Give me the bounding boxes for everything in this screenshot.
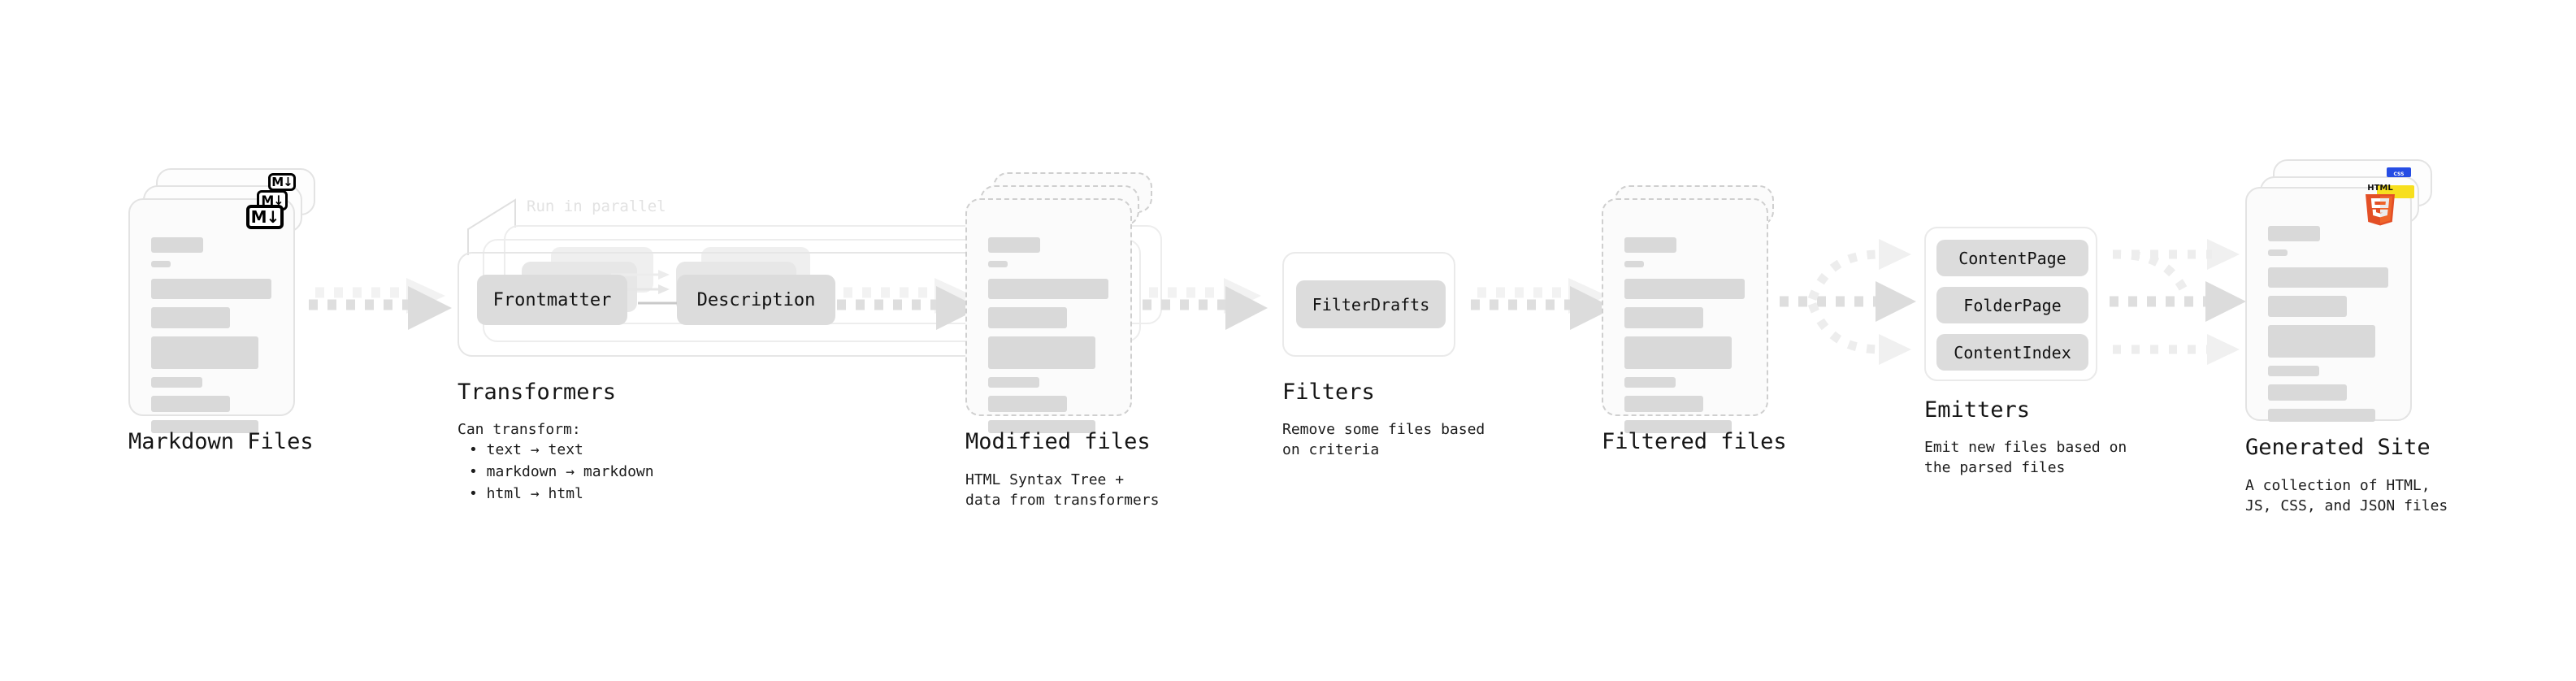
svg-text:HTML: HTML	[2367, 184, 2393, 193]
html5-logo-icon: HTML	[2361, 180, 2399, 226]
connector-filters-to-filtered	[1471, 278, 1614, 330]
markdown-logo-icon: M↓	[246, 205, 284, 229]
transformer-chip-description[interactable]: Description	[677, 275, 835, 325]
modified-skeleton	[988, 237, 1112, 441]
transformers-caption-line-1: • text → text	[469, 441, 583, 458]
transformers-caption-line-3: • html → html	[469, 485, 583, 502]
generated-site-caption-line-0: A collection of HTML,	[2245, 477, 2431, 494]
run-in-parallel-leader	[467, 198, 516, 255]
transformers-title: Transformers	[458, 380, 617, 405]
emitter-chip-folderpage[interactable]: FolderPage	[1936, 287, 2088, 323]
connector-emitters-to-site	[2110, 239, 2246, 365]
filtered-files-title: Filtered files	[1602, 429, 1787, 454]
connector-markdown-to-transformers	[309, 278, 452, 330]
modified-files-caption-line-1: data from transformers	[965, 492, 1160, 509]
generated-site-caption-line-1: JS, CSS, and JSON files	[2245, 497, 2448, 514]
modified-card-front	[965, 198, 1132, 433]
connector-transformers-to-modified	[837, 278, 980, 330]
filtered-skeleton	[1624, 237, 1749, 441]
markdown-files-title: Markdown Files	[128, 429, 314, 454]
filtered-card-front	[1602, 198, 1768, 433]
emitter-chip-contentpage[interactable]: ContentPage	[1936, 240, 2088, 276]
modified-files-caption-line-0: HTML Syntax Tree +	[965, 471, 1125, 488]
filter-chip-filterdrafts[interactable]: FilterDrafts	[1296, 280, 1446, 328]
modified-files-title: Modified files	[965, 429, 1151, 454]
connector-filtered-to-emitters	[1780, 239, 1916, 365]
transformers-caption-line-0: Can transform:	[458, 421, 581, 438]
filters-title: Filters	[1282, 380, 1375, 405]
markdown-skeleton	[151, 237, 275, 441]
site-skeleton	[2268, 226, 2392, 430]
filters-box: FilterDrafts	[1282, 252, 1455, 357]
emitters-title: Emitters	[1924, 397, 2031, 423]
markdown-logo-icon-back2: M↓	[268, 173, 296, 191]
run-in-parallel-label: Run in parallel	[527, 197, 666, 215]
filters-caption-line-1: on criteria	[1282, 441, 1380, 458]
emitters-caption-line-1: the parsed files	[1924, 459, 2066, 476]
site-card-front	[2245, 187, 2412, 422]
emitters-box: ContentPage FolderPage ContentIndex	[1924, 227, 2097, 381]
emitters-caption-line-0: Emit new files based on	[1924, 439, 2127, 456]
filters-caption-line-0: Remove some files based	[1282, 421, 1485, 438]
transformers-caption-line-2: • markdown → markdown	[469, 463, 654, 480]
css-logo-icon: CSS	[2387, 167, 2411, 177]
generated-site-title: Generated Site	[2245, 435, 2431, 460]
markdown-card-front	[128, 198, 295, 433]
transformer-chip-frontmatter[interactable]: Frontmatter	[477, 275, 627, 325]
emitter-chip-contentindex[interactable]: ContentIndex	[1936, 334, 2088, 371]
connector-modified-to-filters	[1143, 278, 1268, 330]
